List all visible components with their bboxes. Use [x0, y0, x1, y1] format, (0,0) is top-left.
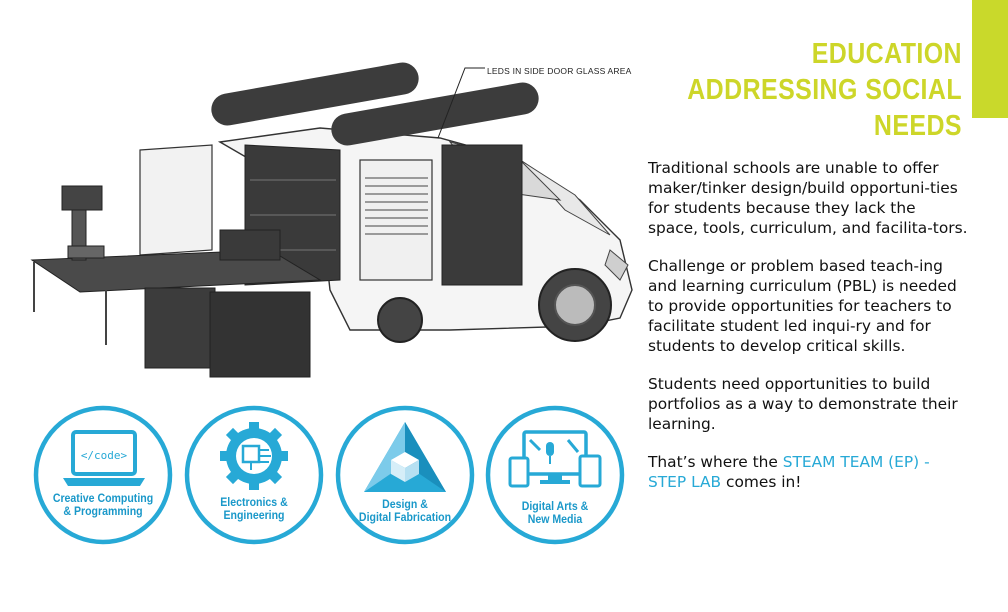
paragraph-3: Students need opportunities to build por… — [648, 375, 958, 433]
badge-4-art — [485, 405, 625, 545]
badge-4-line-2: New Media — [527, 512, 583, 526]
devices-media-icon — [508, 430, 602, 488]
badge-2-line-2: Engineering — [223, 508, 285, 522]
page-title: EDUCATION ADDRESSING SOCIAL NEEDS — [678, 36, 962, 144]
badge-2-art — [184, 405, 324, 545]
badge-digital-arts: Digital Arts & New Media — [484, 404, 626, 546]
badge-4-line-1: Digital Arts & — [521, 499, 589, 513]
badge-4-label: Digital Arts & New Media — [493, 500, 618, 526]
body-text: Traditional schools are unable to offer … — [648, 158, 968, 510]
step-lab-highlight: STEAM TEAM (EP) - STEP LAB — [648, 453, 930, 491]
paragraph-2: Challenge or problem based teach-ing and… — [648, 257, 957, 355]
van-drawing — [30, 62, 633, 378]
badge-1-line-2: & Programming — [63, 504, 143, 518]
badge-3-label: Design & Digital Fabrication — [343, 498, 468, 524]
title-line-2: ADDRESSING SOCIAL — [687, 74, 962, 106]
gear-circuit-icon — [220, 422, 288, 490]
badge-1-label: Creative Computing & Programming — [41, 492, 166, 518]
badge-1-art: </code> — [33, 405, 173, 545]
code-glyph: </code> — [81, 449, 128, 462]
badge-2-line-1: Electronics & — [220, 495, 288, 509]
badge-3-line-1: Design & — [382, 497, 428, 511]
badge-design-fabrication: Design & Digital Fabrication — [334, 404, 476, 546]
paragraph-4: That’s where the STEAM TEAM (EP) - STEP … — [648, 452, 968, 492]
van-illustration — [20, 50, 640, 400]
badge-2-label: Electronics & Engineering — [192, 496, 317, 522]
laptop-code-icon: </code> — [63, 430, 145, 486]
p4-after: comes in! — [721, 473, 802, 491]
p4-before: That’s where the — [648, 453, 783, 471]
leds-callout: LEDS IN SIDE DOOR GLASS AREA — [487, 66, 632, 76]
badge-3-line-2: Digital Fabrication — [358, 510, 452, 524]
title-line-3: NEEDS — [873, 110, 962, 142]
title-line-1: EDUCATION — [811, 38, 962, 70]
badge-electronics-engineering: Electronics & Engineering — [183, 404, 325, 546]
accent-bar — [972, 0, 1008, 118]
badge-creative-computing: </code> Creative Computing & Programming — [32, 404, 174, 546]
badge-1-line-1: Creative Computing — [52, 491, 154, 505]
badge-3-art — [335, 405, 475, 545]
paragraph-1: Traditional schools are unable to offer … — [648, 159, 968, 237]
triangle-cube-icon — [364, 422, 446, 492]
